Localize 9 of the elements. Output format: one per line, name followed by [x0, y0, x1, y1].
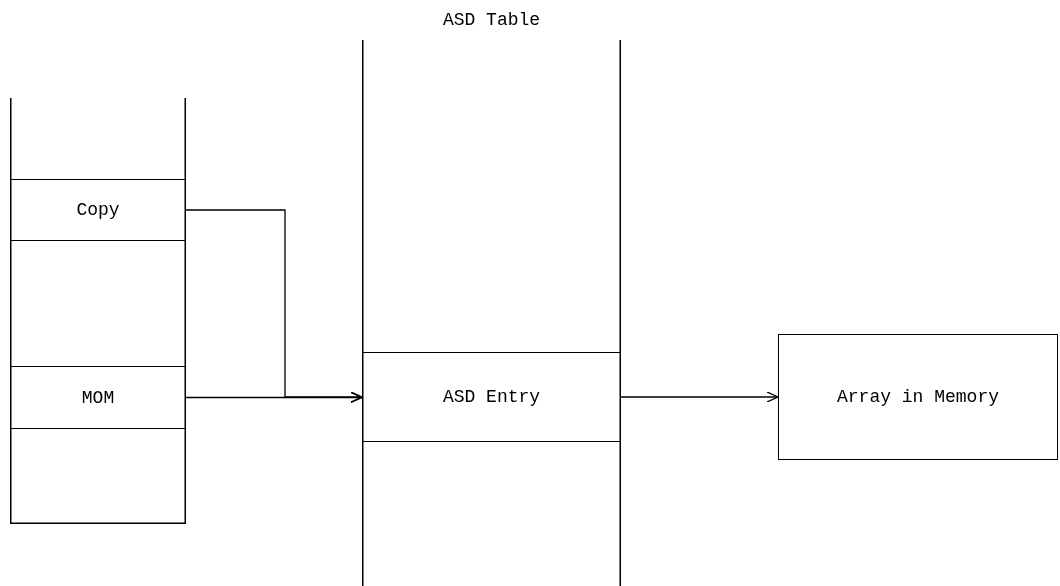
- stack-slot: ASD Entry: [362, 352, 621, 442]
- memory-box: Array in Memory: [778, 334, 1058, 460]
- stack-slot: Copy: [10, 179, 186, 241]
- arrow: [185, 209, 363, 403]
- arrow: [185, 391, 363, 404]
- stack-column: [10, 98, 186, 524]
- stack-slot: MOM: [10, 366, 186, 429]
- arrow: [620, 391, 779, 403]
- table-title: ASD Table: [441, 10, 542, 30]
